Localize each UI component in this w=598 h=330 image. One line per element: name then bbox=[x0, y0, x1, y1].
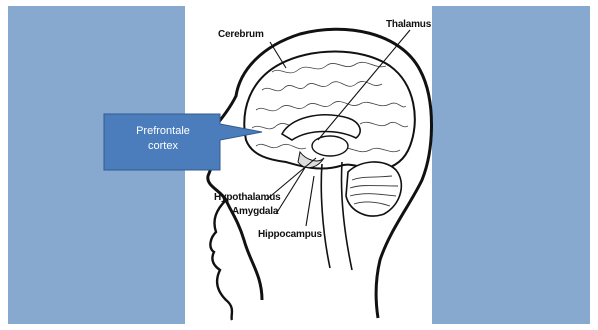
prefrontal-callout-text: Prefrontale cortex bbox=[106, 124, 220, 154]
thalamus-structure bbox=[312, 136, 348, 156]
label-amygdala: Amygdala bbox=[232, 206, 278, 217]
cerebellum bbox=[346, 162, 401, 216]
label-hippocampus: Hippocampus bbox=[258, 229, 322, 240]
label-thalamus: Thalamus bbox=[386, 19, 431, 30]
label-hypothalamus: Hypothalamus bbox=[214, 192, 281, 203]
label-cerebrum: Cerebrum bbox=[218, 29, 264, 40]
callout-line-2: cortex bbox=[106, 139, 220, 154]
callout-line-1: Prefrontale bbox=[106, 124, 220, 139]
face-profile bbox=[210, 200, 232, 320]
